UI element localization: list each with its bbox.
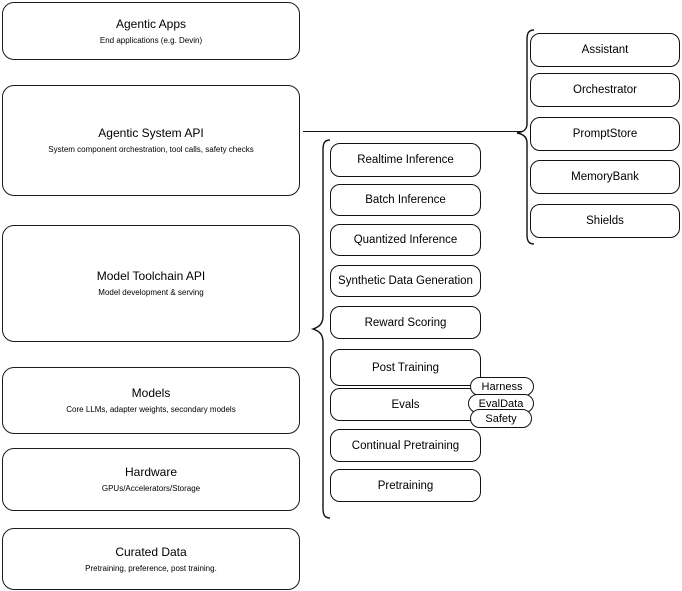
system-component-shields[interactable]: Shields: [530, 204, 680, 238]
toolchain-quantized-inference[interactable]: Quantized Inference: [330, 224, 481, 256]
toolchain-pretraining[interactable]: Pretraining: [330, 469, 481, 502]
toolchain-evals[interactable]: Evals: [330, 388, 481, 421]
system-component-orchestrator[interactable]: Orchestrator: [530, 73, 680, 107]
layer-agentic-apps[interactable]: Agentic Apps End applications (e.g. Devi…: [2, 2, 300, 60]
layer-models[interactable]: Models Core LLMs, adapter weights, secon…: [2, 367, 300, 434]
system-api-connector-line: [303, 131, 522, 133]
stack-box-label: Assistant: [581, 44, 629, 56]
toolchain-batch-inference[interactable]: Batch Inference: [330, 184, 481, 216]
stack-box-label: PromptStore: [572, 128, 638, 140]
stack-box-label: Pretraining: [377, 479, 434, 492]
pill-label: Safety: [485, 412, 517, 425]
toolchain-synthetic-data-generation[interactable]: Synthetic Data Generation: [330, 265, 481, 297]
stack-box-label: Evals: [391, 398, 420, 411]
layer-title: Agentic System API: [98, 126, 204, 140]
toolchain-reward-scoring[interactable]: Reward Scoring: [330, 306, 481, 339]
pill-label: Harness: [481, 380, 523, 393]
stack-box-label: Shields: [586, 215, 624, 227]
toolchain-brace: [310, 139, 331, 519]
pill-label: EvalData: [478, 397, 524, 410]
toolchain-realtime-inference[interactable]: Realtime Inference: [330, 143, 481, 177]
layer-title: Models: [131, 386, 171, 400]
stack-box-label: Reward Scoring: [364, 316, 447, 329]
system-component-memorybank[interactable]: MemoryBank: [530, 160, 680, 194]
system-components-brace: [516, 29, 535, 245]
layer-curated-data[interactable]: Curated Data Pretraining, preference, po…: [2, 528, 300, 590]
layer-subtitle: Core LLMs, adapter weights, secondary mo…: [66, 405, 236, 414]
stack-box-label: Quantized Inference: [353, 234, 458, 246]
toolchain-post-training[interactable]: Post Training: [330, 349, 481, 386]
layer-hardware[interactable]: Hardware GPUs/Accelerators/Storage: [2, 448, 300, 511]
stack-box-label: Batch Inference: [365, 194, 446, 206]
toolchain-continual-pretraining[interactable]: Continual Pretraining: [330, 429, 481, 462]
layer-subtitle: System component orchestration, tool cal…: [48, 145, 254, 154]
eval-badge-safety[interactable]: Safety: [470, 409, 532, 428]
layer-model-toolchain-api[interactable]: Model Toolchain API Model development & …: [2, 225, 300, 342]
stack-box-label: Realtime Inference: [357, 154, 454, 166]
layer-subtitle: Model development & serving: [98, 288, 204, 297]
stack-box-label: Post Training: [371, 361, 440, 374]
layer-title: Agentic Apps: [115, 16, 187, 31]
layer-agentic-system-api[interactable]: Agentic System API System component orch…: [2, 85, 300, 196]
layer-title: Hardware: [124, 465, 178, 479]
layer-title: Model Toolchain API: [96, 269, 206, 283]
stack-box-label: Synthetic Data Generation: [338, 275, 473, 287]
system-component-assistant[interactable]: Assistant: [530, 33, 680, 67]
layer-subtitle: Pretraining, preference, post training.: [85, 563, 217, 573]
system-component-promptstore[interactable]: PromptStore: [530, 117, 680, 151]
stack-box-label: Continual Pretraining: [351, 439, 460, 452]
layer-title: Curated Data: [115, 544, 187, 559]
stack-box-label: Orchestrator: [573, 84, 637, 96]
layer-subtitle: GPUs/Accelerators/Storage: [101, 484, 201, 493]
stack-box-label: MemoryBank: [571, 171, 639, 183]
layer-subtitle: End applications (e.g. Devin): [99, 35, 203, 45]
